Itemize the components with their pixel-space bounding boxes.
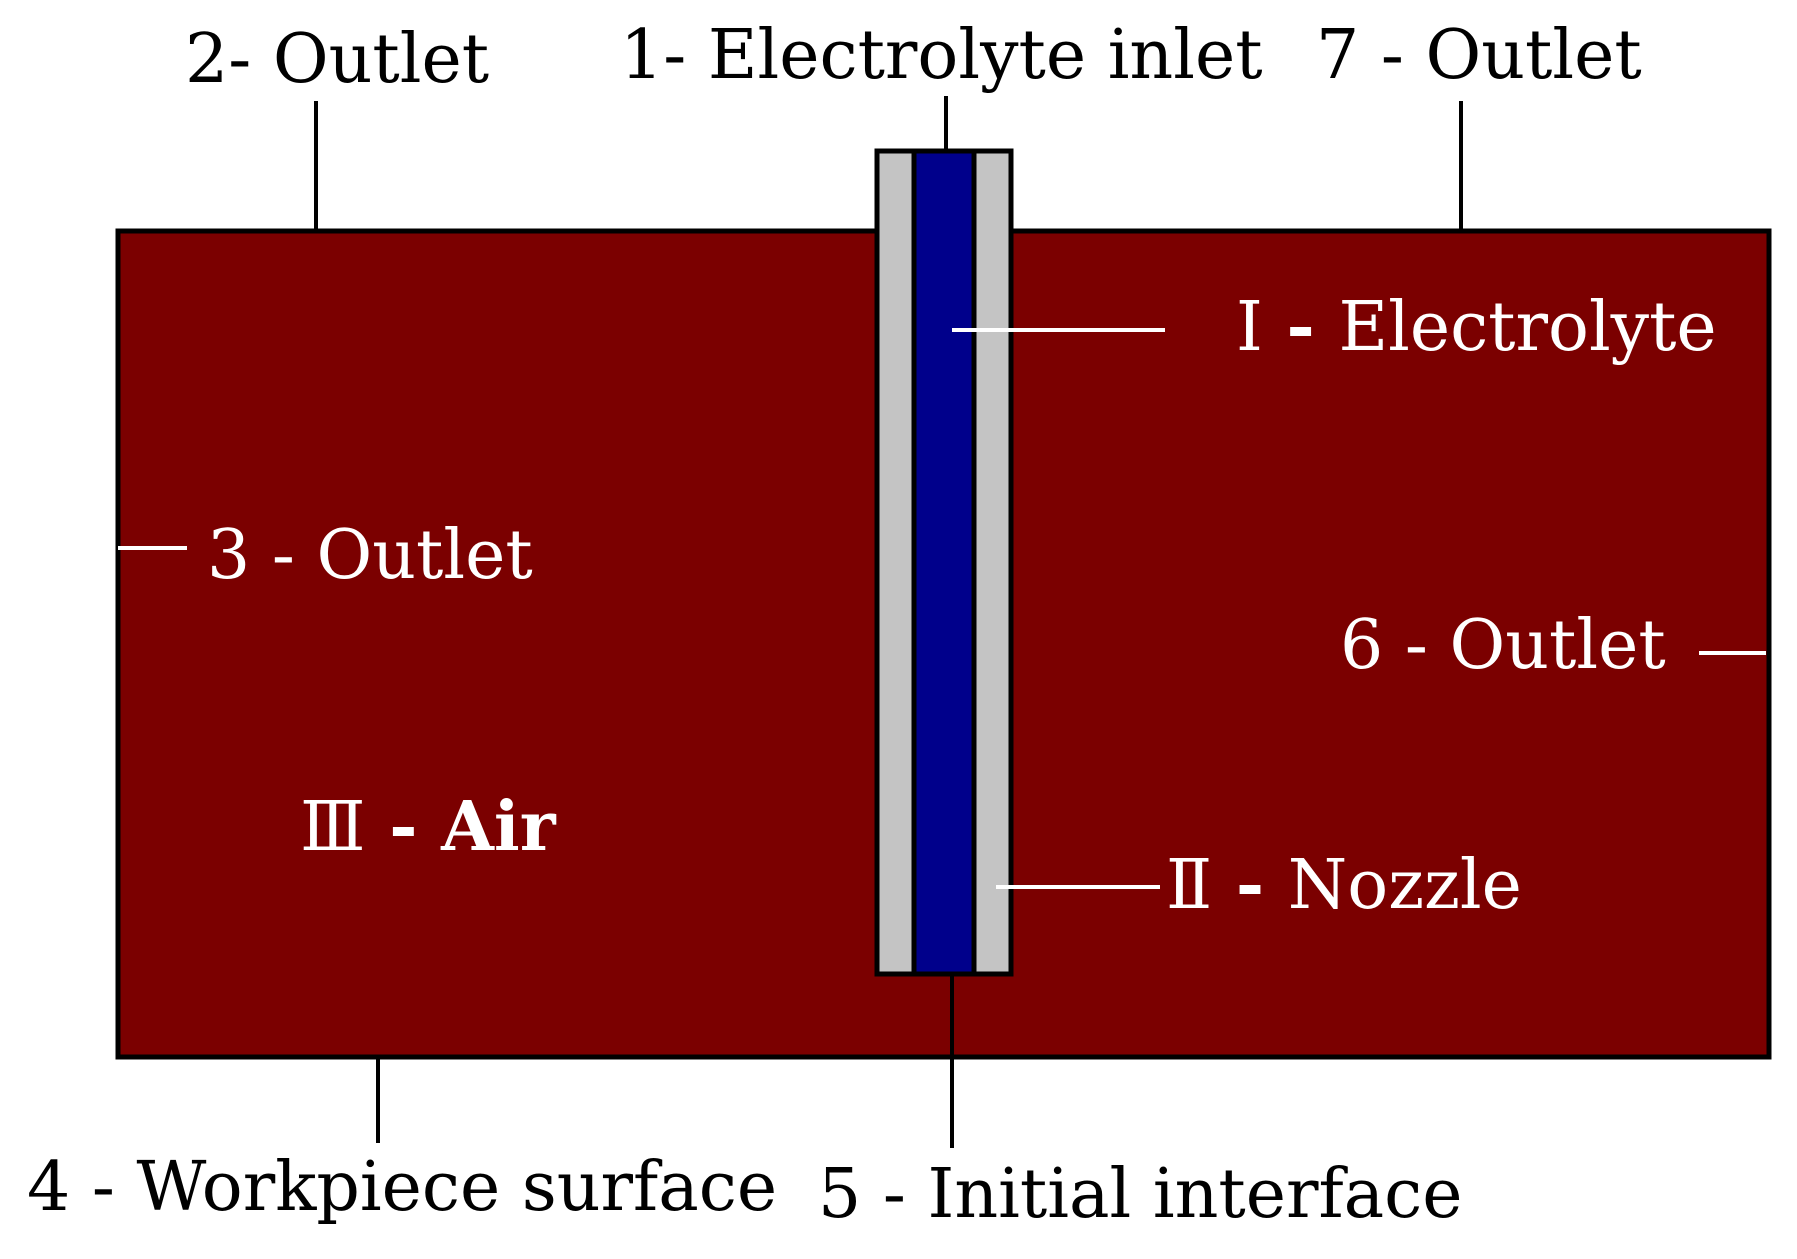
label-region-nozzle: Ⅱ - Nozzle [1166, 845, 1522, 925]
region-name-air: Air [440, 787, 557, 867]
label-initial-interface: 5 - Initial interface [818, 1155, 1463, 1234]
label-outlet-7: 7 - Outlet [1316, 16, 1642, 95]
label-electrolyte-inlet: 1- Electrolyte inlet [620, 16, 1263, 95]
label-region-electrolyte: Ⅰ - Electrolyte [1236, 287, 1717, 367]
region-name-nozzle: Nozzle [1288, 846, 1522, 925]
region-separator-2: - [1212, 845, 1288, 925]
region-name-electrolyte: Electrolyte [1338, 288, 1716, 367]
label-outlet-2: 2- Outlet [185, 20, 489, 99]
region-separator-3: - [366, 787, 442, 867]
electrolyte-channel [911, 148, 977, 977]
label-workpiece-surface: 4 - Workpiece surface [27, 1148, 777, 1227]
region-numeral-3: Ⅲ [300, 788, 366, 867]
label-region-air: Ⅲ - Air [300, 787, 557, 867]
region-numeral-1: Ⅰ [1236, 288, 1263, 367]
label-outlet-3: 3 - Outlet [207, 516, 533, 595]
region-separator-1: - [1263, 287, 1339, 367]
label-outlet-6: 6 - Outlet [1340, 606, 1666, 685]
region-numeral-2: Ⅱ [1166, 846, 1212, 925]
